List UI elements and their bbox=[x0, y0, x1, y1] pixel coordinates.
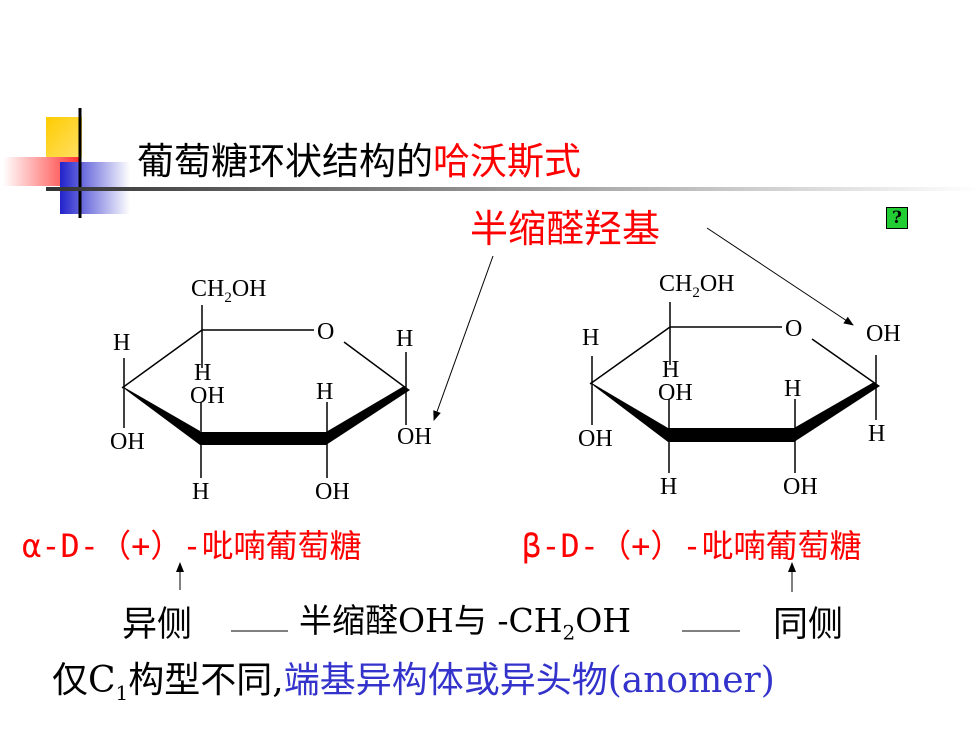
deco-yellow-square bbox=[46, 117, 82, 157]
comparison-pre: 半缩醛OH与 -CH bbox=[299, 601, 563, 640]
beta-c3-bottom-label: H bbox=[660, 474, 678, 500]
beta-ring-oxygen: O bbox=[785, 316, 803, 342]
title-prefix: 葡萄糖环状结构的 bbox=[137, 140, 433, 183]
alpha-bond-o-c1 bbox=[343, 341, 407, 389]
beta-ch2oh-sub: 2 bbox=[692, 284, 700, 301]
alpha-c1-bottom-label: OH bbox=[397, 424, 432, 450]
alpha-wedge-c2-c1 bbox=[326, 386, 410, 445]
beta-c1-bottom-label: H bbox=[868, 421, 886, 447]
summary-post: 构型不同, bbox=[128, 660, 284, 701]
beta-wedge-c4-c3 bbox=[590, 382, 668, 442]
beta-c3-top-label: OH bbox=[658, 380, 693, 406]
beta-c4-bottom-label: OH bbox=[578, 426, 613, 452]
page-title: 葡萄糖环状结构的哈沃斯式 bbox=[137, 138, 581, 186]
alpha-ring-oxygen: O bbox=[317, 319, 335, 345]
beta-bond-o-c1 bbox=[811, 338, 877, 385]
alpha-c3-top-label: OH bbox=[190, 383, 225, 409]
alpha-c2-top-label: H bbox=[316, 379, 334, 405]
alpha-c1-top-label: H bbox=[396, 326, 414, 352]
alpha-c3-bottom-label: H bbox=[192, 479, 210, 505]
beta-c4-top-label: H bbox=[582, 325, 600, 351]
alpha-bold-c3-c2 bbox=[200, 432, 326, 445]
alpha-wedge-c4-c3 bbox=[122, 386, 200, 445]
beta-c5-h-label: H bbox=[662, 357, 680, 383]
beta-ch2oh-post: OH bbox=[699, 271, 735, 297]
arrow-to-alpha-oh bbox=[433, 255, 494, 421]
alpha-c5-h-label: H bbox=[194, 360, 212, 386]
beta-name: β-D-（+）-吡喃葡萄糖 bbox=[522, 527, 862, 565]
beta-bond-c5-c4 bbox=[589, 326, 671, 385]
arrow-to-beta-oh bbox=[706, 227, 854, 326]
title-decoration bbox=[3, 108, 980, 218]
alpha-name: α-D-（+）-吡喃葡萄糖 bbox=[22, 527, 362, 565]
beta-wedge-c2-c1 bbox=[794, 382, 880, 442]
title-highlight: 哈沃斯式 bbox=[433, 140, 581, 183]
beta-bold-c3-c2 bbox=[668, 428, 794, 442]
help-icon: ? bbox=[892, 208, 902, 228]
beta-c2-top-label: H bbox=[784, 376, 802, 402]
pointer-arrows bbox=[176, 227, 854, 632]
alpha-ch2oh-label: CH2OH bbox=[191, 275, 267, 312]
summary-text: 仅C1构型不同,端基异构体或异头物(anomer) bbox=[52, 658, 775, 716]
alpha-ch2oh-pre: CH bbox=[191, 276, 225, 302]
alpha-c4-bottom-label: OH bbox=[110, 429, 145, 455]
summary-highlight: 端基异构体或异头物(anomer) bbox=[283, 660, 775, 701]
alpha-ring bbox=[121, 305, 410, 478]
beta-ch2oh-label: CH2OH bbox=[659, 270, 735, 307]
hemiacetal-hydroxyl-label: 半缩醛羟基 bbox=[470, 207, 661, 251]
comparison-text: 半缩醛OH与 -CH2OH bbox=[299, 599, 631, 655]
summary-sub: 1 bbox=[115, 681, 129, 706]
help-button[interactable]: ? bbox=[886, 207, 908, 229]
beta-ring bbox=[589, 302, 880, 473]
alpha-ch2oh-post: OH bbox=[231, 276, 267, 302]
alpha-bond-c5-c4 bbox=[121, 329, 203, 389]
alpha-ch2oh-sub: 2 bbox=[224, 289, 232, 306]
comparison-post: OH bbox=[575, 601, 632, 640]
summary-pre: 仅C bbox=[52, 660, 116, 701]
beta-c1-top-label: OH bbox=[866, 321, 901, 347]
alpha-c2-bottom-label: OH bbox=[315, 479, 350, 505]
comparison-sub: 2 bbox=[562, 620, 576, 645]
title-underline bbox=[46, 187, 980, 191]
opposite-side-label: 异侧 bbox=[122, 605, 193, 645]
beta-ch2oh-pre: CH bbox=[659, 271, 693, 297]
beta-c2-bottom-label: OH bbox=[783, 474, 818, 500]
alpha-c4-top-label: H bbox=[113, 330, 131, 356]
same-side-label: 同侧 bbox=[773, 605, 844, 645]
